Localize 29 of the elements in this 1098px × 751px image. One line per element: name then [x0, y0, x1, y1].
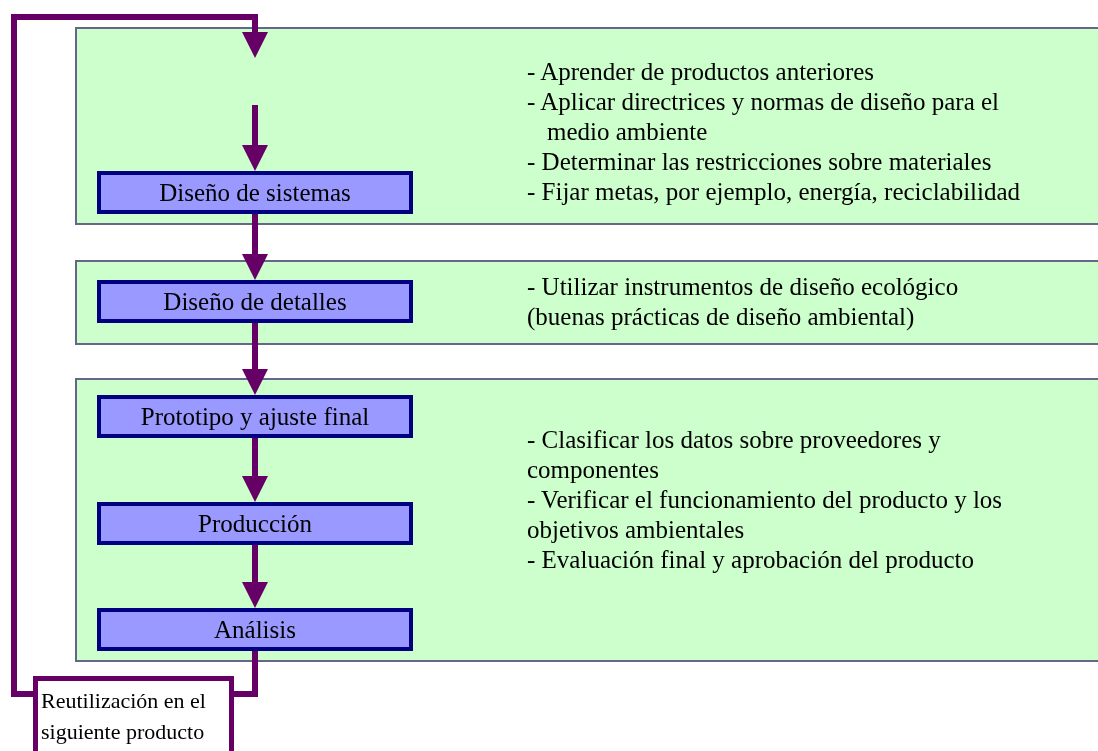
- bullet-text: - Verificar el funcionamiento del producto y los objetivos ambientales: [527, 485, 1004, 545]
- arrow: [242, 105, 268, 171]
- process-box: [97, 608, 413, 651]
- bullet-text: - Utilizar instrumentos de diseño ecológico (buenas prácticas de diseño ambiental): [527, 272, 960, 332]
- box-label: Prototipo y ajuste final: [140, 402, 370, 431]
- stage-panel: [75, 260, 1098, 345]
- box-label: Reutilización en el siguiente producto: [41, 688, 206, 744]
- process-box: [97, 171, 413, 214]
- arrow: [242, 438, 268, 502]
- box-label: Producción: [198, 509, 312, 538]
- box-label: Análisis: [214, 615, 296, 644]
- bullet-text: - Determinar las restricciones sobre materiales: [527, 147, 993, 177]
- bullet-text: - Fijar metas, por ejemplo, energía, reciclabilidad: [527, 177, 1022, 207]
- process-box: [97, 395, 413, 438]
- box-label: Diseño de detalles: [163, 287, 347, 316]
- arrow: [242, 323, 268, 395]
- box-label: Diseño de sistemas: [159, 178, 351, 207]
- stage-panel: [75, 27, 1098, 225]
- stage-panel: [75, 378, 1098, 662]
- process-box: [97, 280, 413, 323]
- arrow: [242, 545, 268, 608]
- arrow: [11, 14, 268, 697]
- bullet-text: - Clasificar los datos sobre proveedores y componentes: [527, 425, 942, 485]
- bullet-text: - Aplicar directrices y normas de diseño para el medio ambiente: [527, 87, 1001, 147]
- process-box: [97, 502, 413, 545]
- bullet-text: - Evaluación final y aprobación del producto: [527, 545, 976, 575]
- arrow: [242, 214, 268, 280]
- bullet-text: - Aprender de productos anteriores: [527, 57, 876, 87]
- reuse-box: [33, 676, 234, 751]
